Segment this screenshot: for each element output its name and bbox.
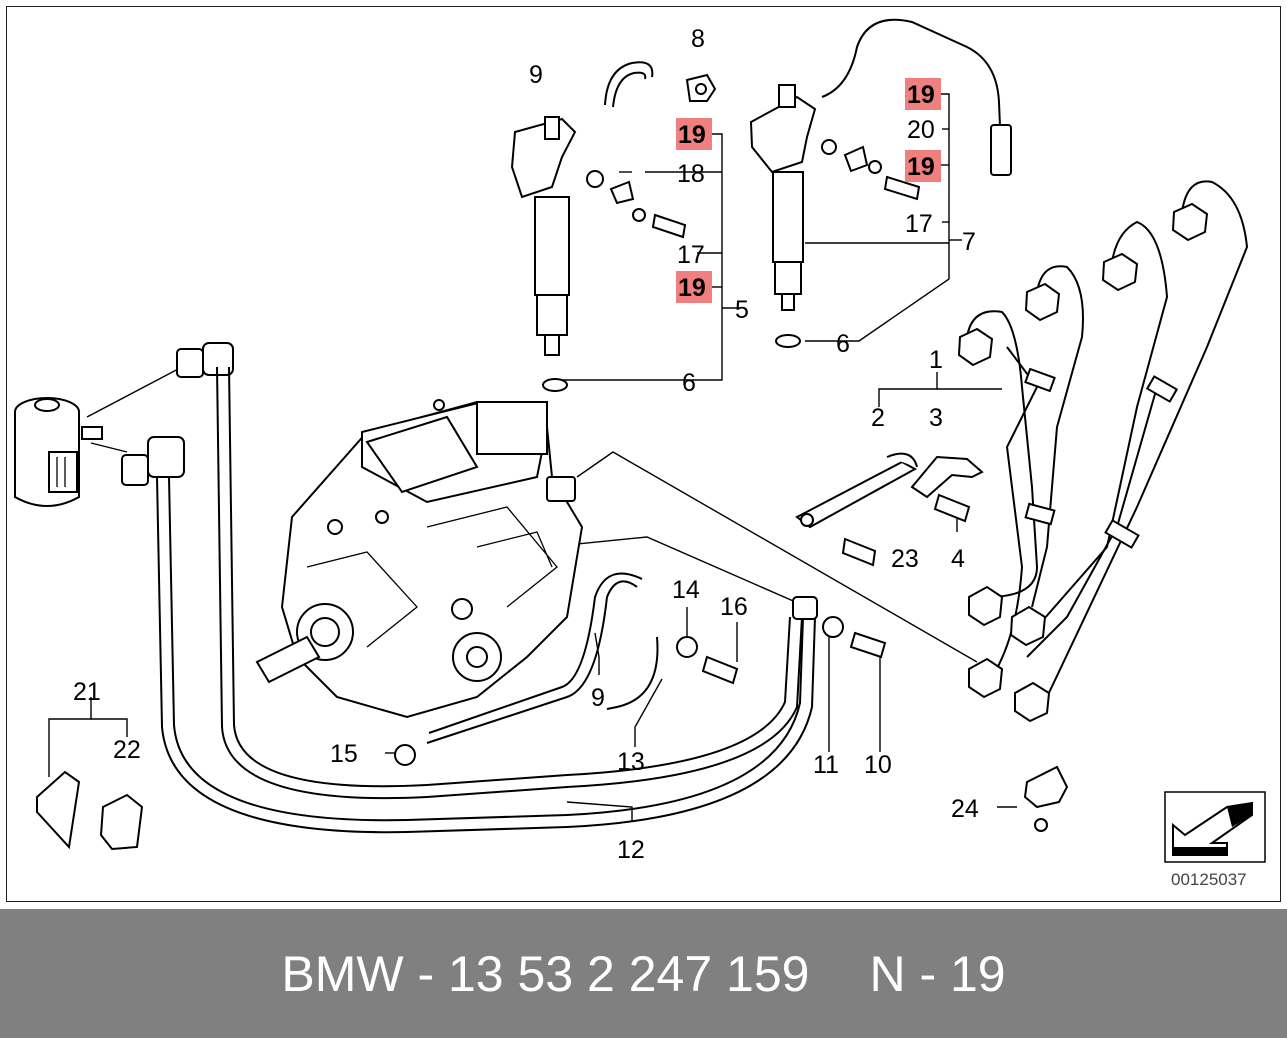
clips-and-holders [36, 765, 1069, 851]
callout-9-top: 9 [529, 61, 543, 89]
image-code: 00125037 [1171, 870, 1247, 889]
callout-23: 23 [891, 545, 919, 573]
injector-right [749, 18, 1012, 348]
callout-13: 13 [617, 748, 645, 776]
callout-2: 2 [871, 404, 885, 432]
highlight-box-19-c [905, 78, 941, 110]
callout-11: 11 [813, 751, 839, 779]
callout-21: 21 [73, 678, 101, 706]
callout-17-left: 17 [677, 241, 705, 269]
fuel-injection-lines [957, 180, 1249, 723]
callout-4: 4 [951, 545, 965, 573]
brackets [795, 452, 984, 529]
arrow-left-down-icon [1172, 801, 1253, 856]
callout-6-left: 6 [682, 369, 696, 397]
callout-22: 22 [113, 736, 141, 764]
callout-18: 18 [677, 160, 705, 188]
callout-10: 10 [864, 751, 892, 779]
callout-5: 5 [735, 296, 749, 324]
callout-19-c: 19 [907, 81, 935, 109]
part-number: BMW - 13 53 2 247 159 [281, 945, 810, 1002]
highlight-box-19-a [676, 118, 712, 150]
callout-8: 8 [691, 25, 705, 53]
callout-17-right: 17 [905, 210, 933, 238]
callout-7: 7 [962, 228, 976, 256]
callout-16: 16 [720, 593, 748, 621]
caption-bar: BMW - 13 53 2 247 159 N - 19 [0, 909, 1287, 1038]
fuel-filter [14, 397, 103, 507]
callout-6-right: 6 [836, 330, 850, 358]
callout-9-mid: 9 [591, 684, 605, 712]
highlight-box-19-d [905, 150, 941, 182]
callout-19-b: 19 [678, 274, 706, 302]
callout-12: 12 [617, 836, 645, 864]
injection-pump [255, 399, 584, 719]
callout-labels: 8 9 19 18 17 19 5 6 19 20 19 17 7 6 1 2 … [73, 25, 979, 864]
diagram-frame: 8 9 19 18 17 19 5 6 19 20 19 17 7 6 1 2 … [6, 6, 1281, 902]
hose-connectors [121, 342, 234, 486]
callout-24: 24 [951, 795, 979, 823]
callout-14: 14 [672, 576, 700, 604]
small-parts [394, 61, 971, 766]
parts-diagram: 8 9 19 18 17 19 5 6 19 20 19 17 7 6 1 2 … [14, 18, 1266, 889]
nav-arrow-box[interactable] [1164, 791, 1266, 863]
highlight-box-19-b [676, 271, 712, 303]
callout-19-d: 19 [907, 153, 935, 181]
caption-text: BMW - 13 53 2 247 159 N - 19 [281, 945, 1005, 1003]
diagram-position: N - 19 [869, 945, 1006, 1002]
leader-lines [48, 93, 1017, 822]
callout-1: 1 [929, 346, 943, 374]
callout-20: 20 [907, 116, 935, 144]
fuel-hoses [156, 366, 816, 834]
callout-19-a: 19 [678, 121, 706, 149]
callout-15: 15 [330, 740, 358, 768]
callout-3: 3 [929, 404, 943, 432]
injector-left [510, 116, 687, 392]
